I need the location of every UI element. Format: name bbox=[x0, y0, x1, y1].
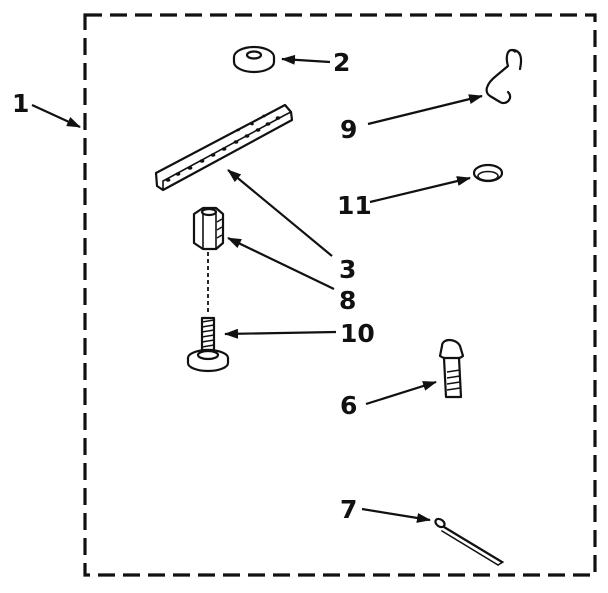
ring-part bbox=[472, 163, 504, 183]
callout-leveling-screw-number: 10 bbox=[340, 319, 375, 348]
cotter-pin-part bbox=[434, 517, 504, 566]
callout-coupling-nut-leader bbox=[227, 237, 335, 290]
callout-washer: 2 bbox=[281, 48, 350, 77]
kit-boundary bbox=[83, 13, 597, 577]
callout-coupling-nut-number: 8 bbox=[339, 286, 356, 315]
hook-part bbox=[485, 48, 523, 105]
callout-washer-leader bbox=[281, 54, 331, 65]
strap-holes bbox=[165, 114, 281, 182]
callout-hook: 9 bbox=[340, 94, 483, 144]
callout-cotter-pin: 7 bbox=[340, 495, 431, 524]
washer-part bbox=[232, 45, 276, 74]
callout-kit: 1 bbox=[12, 89, 81, 128]
callout-hook-leader bbox=[367, 94, 483, 126]
callout-cotter-pin-number: 7 bbox=[340, 495, 357, 524]
callout-ring-leader bbox=[369, 176, 471, 204]
callout-washer-number: 2 bbox=[333, 48, 350, 77]
callout-carriage-bolt-leader bbox=[365, 380, 437, 406]
carriage-bolt-part bbox=[438, 338, 465, 399]
callout-leveling-screw-leader bbox=[224, 328, 337, 339]
callout-kit-number: 1 bbox=[12, 89, 29, 118]
callout-carriage-bolt-number: 6 bbox=[340, 391, 357, 420]
strap-part bbox=[154, 103, 294, 192]
callout-ring: 11 bbox=[337, 176, 471, 220]
callout-kit-leader bbox=[31, 104, 81, 128]
callout-cotter-pin-leader bbox=[361, 507, 431, 523]
callout-strap-number: 3 bbox=[339, 255, 356, 284]
callout-strap: 3 bbox=[227, 169, 356, 284]
callout-hook-number: 9 bbox=[340, 115, 357, 144]
leveling-screw-part bbox=[186, 316, 230, 373]
callout-leveling-screw: 10 bbox=[224, 319, 375, 348]
callout-carriage-bolt: 6 bbox=[340, 380, 437, 420]
coupling-nut-part bbox=[192, 206, 225, 251]
callout-ring-number: 11 bbox=[337, 191, 372, 220]
callout-strap-leader bbox=[227, 169, 333, 257]
callout-coupling-nut: 8 bbox=[227, 237, 356, 315]
